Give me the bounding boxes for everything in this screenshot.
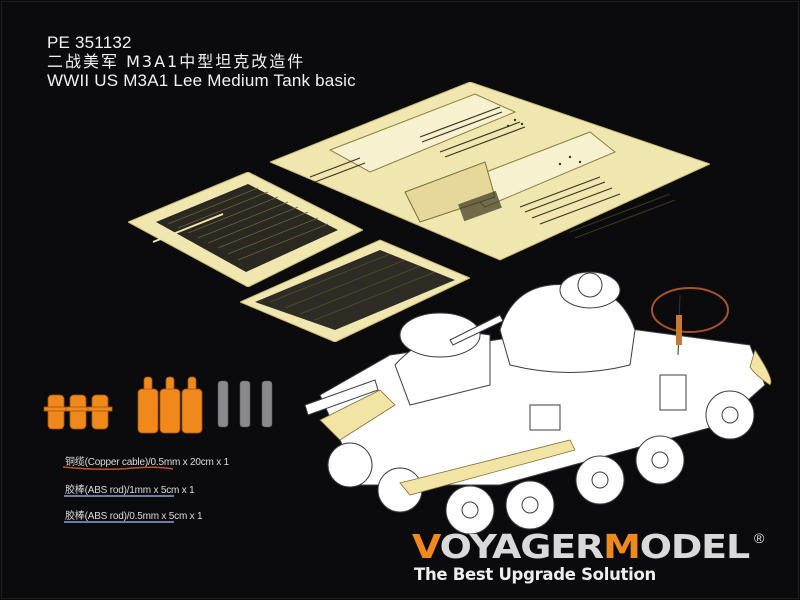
copper-cable-swatch	[63, 466, 174, 471]
resin-parts-row	[43, 376, 273, 434]
parts-legend-item-1: 铜缆(Copper cable)/0.5mm x 20cm x 1	[63, 453, 230, 471]
abs-rod-1mm-swatch	[64, 495, 174, 497]
brand-slogan: The Best Upgrade Solution	[414, 565, 656, 584]
orange-short-parts	[43, 394, 113, 430]
brand-logo: VOYAGERMODEL	[412, 527, 750, 566]
legend-label-abs-rod-05mm: 胶棒(ABS rod)/0.5mm x 5cm x 1	[65, 511, 203, 522]
photo-etch-fret-large	[270, 82, 710, 261]
abs-rod-05mm-swatch	[64, 521, 174, 523]
registered-mark: ®	[754, 530, 765, 546]
tank-illustration	[304, 271, 772, 535]
legend-label-abs-rod-1mm: 胶棒(ABS rod)/1mm x 5cm x 1	[65, 485, 195, 496]
product-code: PE 351132	[47, 33, 132, 52]
orange-tall-parts	[137, 376, 203, 434]
product-title-block: PE 351132 二战美军 M3A1中型坦克改造件 WWII US M3A1 …	[47, 33, 356, 90]
parts-legend-item-2: 胶棒(ABS rod)/1mm x 5cm x 1	[64, 481, 195, 497]
legend-label-copper-cable: 铜缆(Copper cable)/0.5mm x 20cm x 1	[65, 457, 230, 468]
product-title-english: WWII US M3A1 Lee Medium Tank basic	[47, 71, 356, 90]
parts-legend-item-3: 胶棒(ABS rod)/0.5mm x 5cm x 1	[64, 507, 203, 523]
product-title-chinese: 二战美军 M3A1中型坦克改造件	[47, 52, 306, 71]
photo-etch-fret-small	[240, 239, 470, 342]
photo-etch-fret-medium	[128, 172, 363, 287]
grey-spring-parts	[217, 380, 273, 428]
